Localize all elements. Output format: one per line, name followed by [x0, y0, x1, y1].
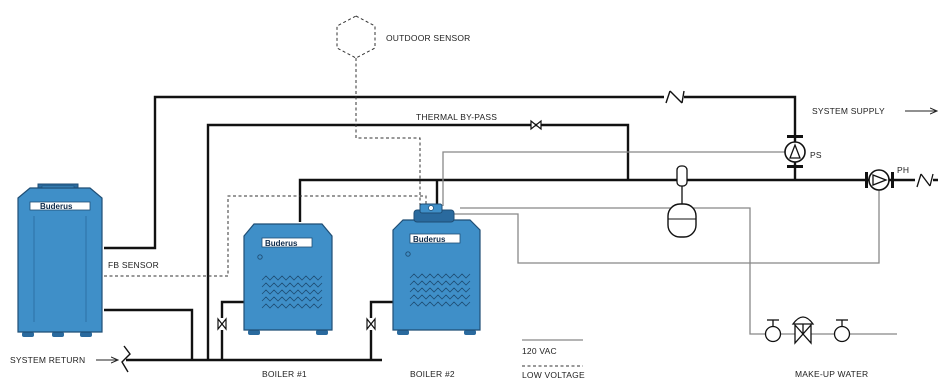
make-up-water-assembly	[764, 316, 851, 345]
boiler2-isolation-valve-icon	[366, 317, 376, 331]
wire-to-makeup	[460, 207, 762, 335]
pipe-break-icon	[121, 345, 131, 373]
wire-to-ph	[452, 190, 880, 264]
fb-sensor-label: FB SENSOR	[108, 260, 159, 270]
ball-valve-icon	[764, 319, 782, 343]
expansion-tank-icon	[667, 203, 697, 238]
large-boiler-return	[104, 308, 194, 360]
system-supply-label: SYSTEM SUPPLY	[812, 106, 885, 116]
legend-120vac-label: 120 VAC	[522, 346, 557, 356]
ps-pump-icon	[784, 135, 806, 168]
ps-label: PS	[810, 150, 822, 160]
sensor-wiring	[104, 58, 427, 277]
outdoor-sensor-icon	[336, 15, 376, 59]
supply-pipe-upper	[104, 95, 797, 250]
pressure-reducing-valve-icon	[791, 316, 815, 345]
system-return-label: SYSTEM RETURN	[10, 355, 85, 365]
make-up-water-label: MAKE-UP WATER	[795, 369, 868, 379]
boiler-2-brand: Buderus	[413, 235, 446, 244]
air-separator-icon	[676, 165, 688, 204]
supply-header	[298, 178, 938, 222]
check-valve-icon	[664, 90, 685, 104]
ph-label: PH	[897, 165, 909, 175]
backflow-valve-icon	[833, 319, 851, 343]
boiler-1: Buderus	[243, 223, 333, 335]
outdoor-sensor-wire	[355, 58, 421, 212]
outdoor-sensor-label: OUTDOOR SENSOR	[386, 33, 471, 43]
boiler-1-label: BOILER #1	[262, 369, 307, 379]
fb-sensor-wire	[104, 195, 427, 277]
large-boiler: Buderus	[17, 183, 103, 337]
boiler1-isolation-valve-icon	[217, 317, 227, 331]
legend: 120 VAC LOW VOLTAGE	[522, 339, 585, 380]
ph-pump-icon	[865, 169, 894, 191]
legend-low-voltage-label: LOW VOLTAGE	[522, 370, 585, 380]
boiler-2: Buderus	[392, 203, 481, 335]
piping	[104, 95, 938, 362]
ph-check-valve-icon	[915, 173, 934, 188]
large-boiler-brand: Buderus	[40, 202, 73, 211]
boiler-2-label: BOILER #2	[410, 369, 455, 379]
thermal-bypass-label: THERMAL BY-PASS	[416, 112, 497, 122]
wire-to-ps	[442, 151, 786, 206]
boiler2-return	[369, 300, 393, 360]
control-wiring	[442, 151, 897, 335]
bypass-valve-icon	[530, 119, 542, 131]
boiler-control-module	[413, 203, 455, 223]
boiler1-return	[220, 300, 244, 360]
boiler-1-brand: Buderus	[265, 239, 298, 248]
